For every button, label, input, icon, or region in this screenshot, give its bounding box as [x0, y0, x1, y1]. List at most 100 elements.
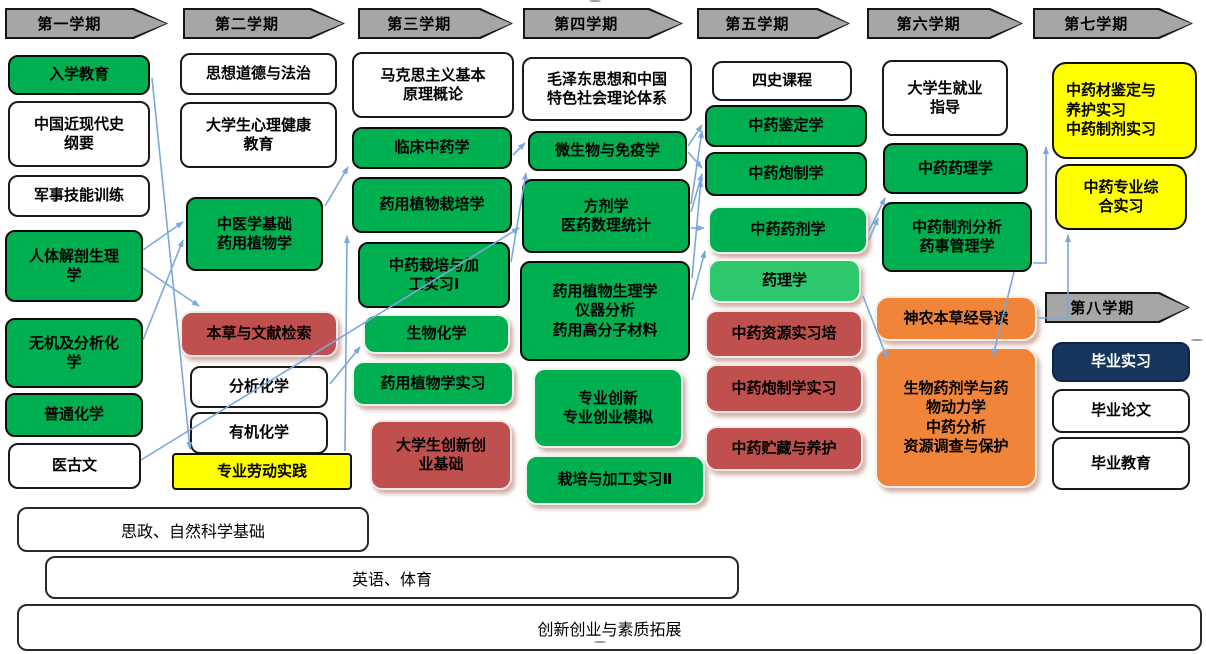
- connector-arrow: [343, 235, 350, 452]
- semester-header-3[interactable]: 第三学期: [358, 8, 513, 39]
- course-s8-1[interactable]: 毕业实习: [1052, 342, 1190, 382]
- course-s5-6[interactable]: 中药资源实习培: [705, 310, 863, 358]
- course-s5-4[interactable]: 中药药剂学: [708, 206, 868, 254]
- course-label: 药理学: [761, 271, 807, 290]
- semester-header-6[interactable]: 第六学期: [867, 8, 1023, 39]
- course-s5-8[interactable]: 中药贮藏与养护: [705, 426, 863, 471]
- course-s5-5[interactable]: 药理学: [708, 259, 861, 303]
- semester-label: 第八学期: [1070, 299, 1135, 317]
- course-s2-5[interactable]: 分析化学: [190, 366, 328, 408]
- selection-handle[interactable]: [1191, 339, 1203, 341]
- course-s2-7[interactable]: 专业劳动实践: [172, 453, 352, 490]
- course-s4-4[interactable]: 药用植物生理学 仪器分析 药用高分子材料: [520, 261, 690, 361]
- connector-arrow: [142, 221, 184, 251]
- semester-label: 第一学期: [37, 15, 102, 33]
- course-s6-1[interactable]: 大学生就业 指导: [882, 60, 1008, 136]
- course-label: 中国近现代史 纲要: [33, 114, 124, 153]
- course-s3-2[interactable]: 临床中药学: [352, 127, 512, 169]
- course-label: 生物药剂学与药 物动力学 中药分析 资源调查与保护: [903, 378, 1009, 456]
- course-s3-4[interactable]: 中药栽培与加 工实习Ⅰ: [358, 242, 510, 308]
- course-s3-1[interactable]: 马克思主义基本 原理概论: [352, 52, 514, 118]
- course-label: 中医学基础 药用植物学: [216, 214, 292, 253]
- course-s7-1[interactable]: 中药材鉴定与 养护实习 中药制剂实习: [1052, 62, 1197, 159]
- course-label: 军事技能训练: [33, 186, 124, 205]
- course-s2-1[interactable]: 思想道德与法治: [180, 53, 337, 95]
- arrow-banner-shape: [360, 10, 511, 37]
- course-label: 中药炮制学: [748, 164, 824, 183]
- course-s6-5[interactable]: 生物药剂学与药 物动力学 中药分析 资源调查与保护: [875, 347, 1037, 488]
- course-label: 药用植物栽培学: [379, 195, 485, 214]
- semester-header-2[interactable]: 第二学期: [183, 8, 345, 39]
- course-label: 专业创新 专业创业模拟: [562, 388, 653, 427]
- category-bar-1[interactable]: 思政、自然科学基础: [17, 507, 369, 552]
- connector-arrow: [142, 239, 184, 341]
- course-s5-1[interactable]: 四史课程: [712, 61, 852, 101]
- course-s6-4[interactable]: 神农本草经导读: [875, 296, 1037, 341]
- course-s1-2[interactable]: 中国近现代史 纲要: [8, 101, 150, 167]
- course-label: 中药药理学: [917, 158, 993, 177]
- course-label: 马克思主义基本 原理概论: [380, 65, 486, 104]
- connector-arrow: [687, 151, 703, 169]
- semester-header-8[interactable]: 第八学期: [1045, 292, 1190, 323]
- course-s3-6[interactable]: 药用植物学实习: [352, 361, 514, 406]
- course-label: 思想道德与法治: [205, 64, 311, 83]
- course-label: 神农本草经导读: [903, 308, 1009, 327]
- semester-label: 第二学期: [214, 15, 279, 33]
- connector-arrow: [1033, 146, 1049, 264]
- course-s4-3[interactable]: 方剂学 医药数理统计: [522, 179, 690, 253]
- course-s4-2[interactable]: 微生物与免疫学: [528, 131, 687, 171]
- course-s7-2[interactable]: 中药专业综 合实习: [1055, 164, 1187, 230]
- course-label: 四史课程: [751, 71, 812, 90]
- connector-arrow: [687, 124, 703, 147]
- course-label: 大学生创新创 业基础: [395, 435, 486, 474]
- semester-label: 第四学期: [554, 15, 619, 33]
- selection-handle[interactable]: [589, 0, 601, 2]
- semester-header-5[interactable]: 第五学期: [697, 8, 850, 39]
- semester-header-1[interactable]: 第一学期: [5, 8, 168, 39]
- course-s5-3[interactable]: 中药炮制学: [705, 152, 867, 196]
- course-s8-2[interactable]: 毕业论文: [1052, 389, 1190, 433]
- course-s3-7[interactable]: 大学生创新创 业基础: [370, 420, 512, 490]
- course-label: 分析化学: [228, 377, 289, 396]
- course-s4-5[interactable]: 专业创新 专业创业模拟: [533, 368, 683, 448]
- semester-label: 第七学期: [1064, 15, 1129, 33]
- course-label: 毕业论文: [1090, 401, 1151, 420]
- course-s4-6[interactable]: 栽培与加工实习Ⅱ: [525, 455, 705, 505]
- course-label: 药用植物生理学 仪器分析 药用高分子材料: [552, 281, 658, 339]
- course-s1-3[interactable]: 军事技能训练: [8, 175, 150, 217]
- category-bar-3[interactable]: 创新创业与素质拓展: [17, 604, 1202, 651]
- course-label: 临床中药学: [394, 138, 470, 157]
- course-s6-2[interactable]: 中药药理学: [883, 143, 1028, 194]
- course-label: 本草与文献检索: [206, 324, 312, 343]
- course-s6-3[interactable]: 中药制剂分析 药事管理学: [882, 202, 1032, 272]
- category-bar-2[interactable]: 英语、体育: [45, 556, 739, 599]
- course-s2-3[interactable]: 中医学基础 药用植物学: [186, 197, 323, 271]
- arrow-banner-shape: [525, 10, 681, 37]
- semester-header-4[interactable]: 第四学期: [523, 8, 683, 39]
- course-s8-3[interactable]: 毕业教育: [1052, 437, 1190, 490]
- course-s3-5[interactable]: 生物化学: [363, 314, 510, 354]
- arrow-banner-shape: [1035, 10, 1191, 37]
- arrow-banner-shape: [869, 10, 1021, 37]
- course-s1-7[interactable]: 医古文: [8, 443, 141, 489]
- course-s1-1[interactable]: 入学教育: [8, 55, 150, 95]
- category-bar-label: 英语、体育: [351, 569, 432, 589]
- course-s5-7[interactable]: 中药炮制学实习: [705, 364, 863, 413]
- course-s5-2[interactable]: 中药鉴定学: [705, 105, 867, 147]
- course-s2-4[interactable]: 本草与文献检索: [180, 311, 338, 357]
- course-s3-3[interactable]: 药用植物栽培学: [352, 177, 512, 233]
- course-label: 栽培与加工实习Ⅱ: [557, 470, 673, 489]
- course-s1-4[interactable]: 人体解剖生理 学: [5, 230, 143, 302]
- course-s1-6[interactable]: 普通化学: [5, 393, 143, 437]
- course-s2-6[interactable]: 有机化学: [190, 412, 328, 454]
- course-s4-1[interactable]: 毛泽东思想和中国 特色社会理论体系: [522, 57, 692, 121]
- semester-header-7[interactable]: 第七学期: [1033, 8, 1193, 39]
- connector-arrow: [324, 166, 349, 207]
- course-s1-5[interactable]: 无机及分析化 学: [5, 318, 143, 388]
- course-label: 人体解剖生理 学: [28, 246, 119, 285]
- course-s2-2[interactable]: 大学生心理健康 教育: [180, 102, 337, 168]
- course-label: 中药专业综 合实习: [1083, 177, 1159, 216]
- course-label: 无机及分析化 学: [28, 333, 119, 372]
- selection-handle[interactable]: [594, 641, 606, 643]
- arrow-banner-shape: [1047, 294, 1188, 321]
